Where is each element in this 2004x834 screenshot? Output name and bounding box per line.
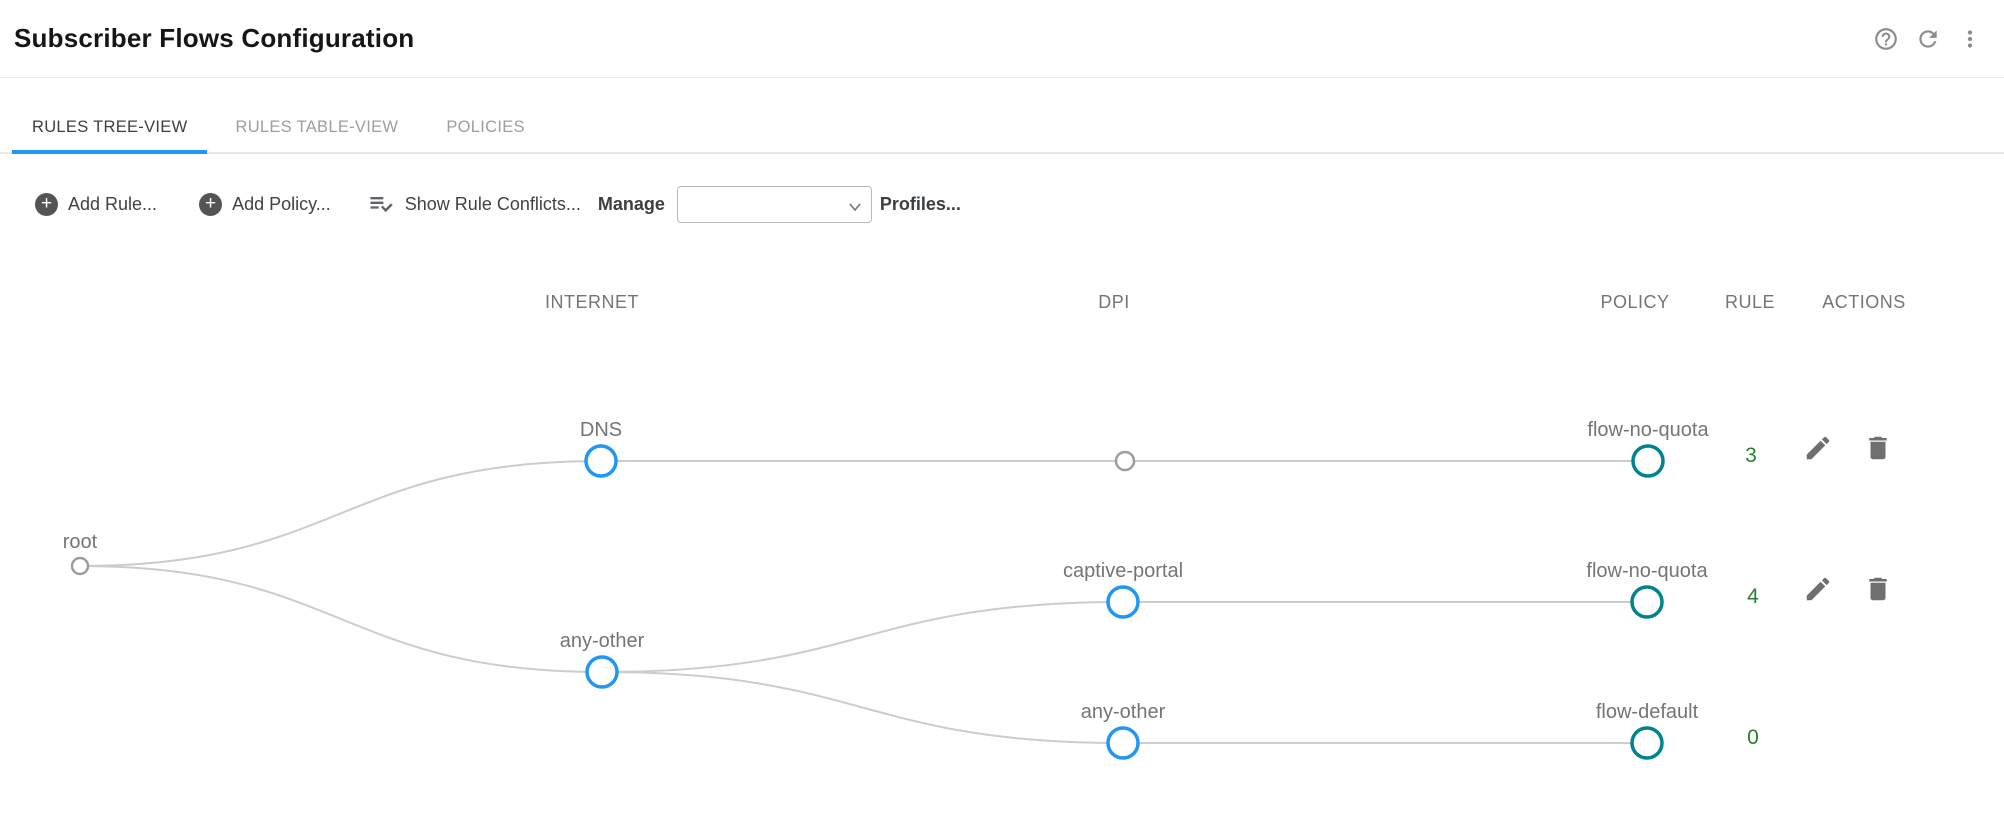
- pencil-icon: [1806, 436, 1830, 460]
- tree-link-root-to-dns: [79, 460, 602, 567]
- column-header-dpi: DPI: [1098, 292, 1130, 312]
- manage-select-wrap: [676, 185, 872, 223]
- tree-node-dpi-passthrough[interactable]: [1114, 450, 1136, 472]
- tree-node-root[interactable]: [70, 556, 90, 576]
- tree-node-any-other-internet[interactable]: [585, 655, 619, 689]
- column-header-internet: INTERNET: [545, 292, 639, 312]
- tree-link-any-other-internet-to-any-other-dpi: [601, 671, 1124, 744]
- trash-icon: [1869, 577, 1887, 601]
- rule-count-row-1: 3: [1745, 444, 1757, 467]
- show-rule-conflicts-label: Show Rule Conflicts...: [404, 193, 581, 214]
- node-label-flow-no-quota-1: flow-no-quota: [1587, 419, 1709, 441]
- node-label-root: root: [62, 531, 98, 553]
- tree-node-flow-default[interactable]: [1630, 726, 1664, 760]
- add-rule-label: Add Rule...: [68, 193, 158, 214]
- rule-count-row-2: 4: [1747, 585, 1759, 608]
- column-header-policy: POLICY: [1600, 292, 1670, 312]
- edit-rule-button-row-1[interactable]: [1803, 433, 1833, 463]
- profiles-label: Profiles...: [879, 193, 961, 214]
- delete-rule-button-row-2[interactable]: [1863, 574, 1893, 604]
- plus-icon: +: [199, 192, 223, 216]
- add-policy-button[interactable]: + Add Policy...: [199, 192, 331, 216]
- column-header-actions: ACTIONS: [1822, 292, 1906, 312]
- manage-profiles-select[interactable]: [676, 185, 872, 223]
- plus-icon: +: [35, 192, 58, 216]
- show-rule-conflicts-button[interactable]: Show Rule Conflicts...: [367, 190, 581, 218]
- tab-policies[interactable]: POLICIES: [426, 104, 545, 154]
- node-label-any-other-internet: any-other: [559, 630, 645, 652]
- node-label-flow-no-quota-2: flow-no-quota: [1586, 560, 1708, 582]
- header-actions: [1872, 25, 1984, 53]
- column-header-rule: RULE: [1724, 292, 1775, 312]
- delete-rule-button-row-1[interactable]: [1863, 433, 1893, 463]
- tree-link-any-other-internet-to-captive-portal: [601, 601, 1124, 673]
- edit-rule-button-row-2[interactable]: [1803, 574, 1833, 604]
- add-rule-button[interactable]: + Add Rule...: [35, 192, 158, 216]
- page-header: Subscriber Flows Configuration: [0, 0, 2004, 78]
- tree-node-flow-no-quota-1[interactable]: [1631, 444, 1665, 478]
- add-policy-label: Add Policy...: [232, 193, 331, 214]
- tree-node-any-other-dpi[interactable]: [1106, 726, 1140, 760]
- rule-count-row-3: 0: [1747, 726, 1759, 749]
- node-label-any-other-dpi: any-other: [1080, 701, 1166, 723]
- trash-icon: [1869, 436, 1887, 460]
- tab-rules-table-view[interactable]: RULES TABLE-VIEW: [215, 104, 418, 154]
- tab-rules-tree-view[interactable]: RULES TREE-VIEW: [12, 104, 208, 154]
- tab-bar: RULES TREE-VIEW RULES TABLE-VIEW POLICIE…: [0, 78, 2004, 154]
- node-label-dns: DNS: [579, 419, 623, 441]
- refresh-icon[interactable]: [1914, 25, 1942, 53]
- rules-toolbar: + Add Rule... + Add Policy... Show Rule …: [35, 184, 2004, 224]
- node-label-captive-portal: captive-portal: [1062, 560, 1184, 582]
- node-label-flow-default: flow-default: [1595, 701, 1699, 723]
- help-icon[interactable]: [1872, 25, 1900, 53]
- list-check-icon: [370, 197, 393, 213]
- tree-node-dns[interactable]: [584, 444, 618, 478]
- tree-node-captive-portal[interactable]: [1106, 585, 1140, 619]
- tree-link-root-to-any-other-internet: [79, 565, 603, 673]
- pencil-icon: [1806, 577, 1830, 601]
- manage-label: Manage: [597, 193, 665, 214]
- page-title: Subscriber Flows Configuration: [14, 23, 415, 53]
- kebab-menu-icon[interactable]: [1956, 25, 1984, 53]
- tree-node-flow-no-quota-2[interactable]: [1630, 585, 1664, 619]
